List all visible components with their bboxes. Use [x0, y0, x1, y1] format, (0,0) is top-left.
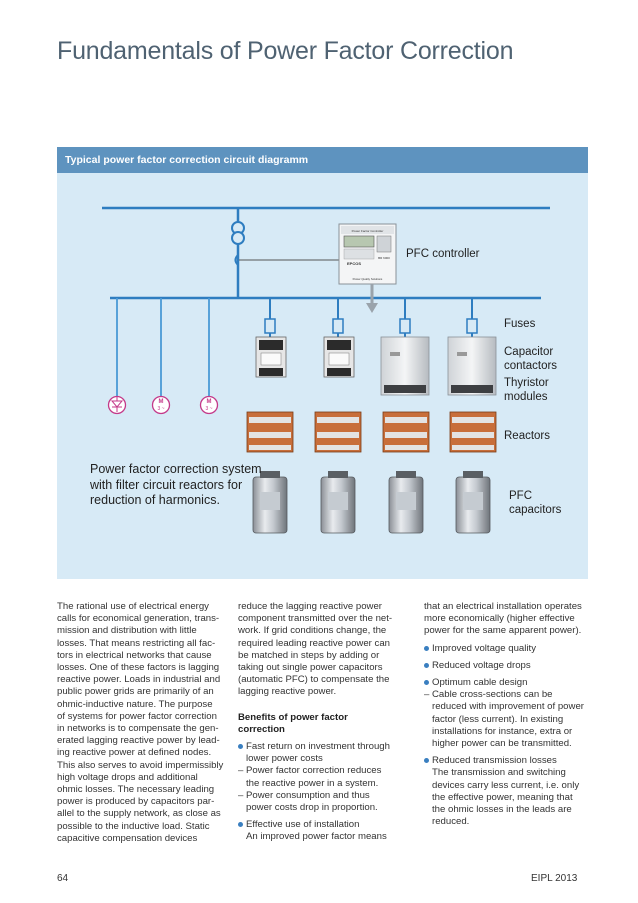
fuses-label: Fuses: [504, 318, 536, 330]
capacitor-contactors-label: Capacitor contactors: [504, 346, 558, 372]
pfc-capacitor-device: [252, 471, 288, 534]
bullet-item: Reduced transmission losses The transmis…: [424, 755, 598, 828]
contactor-device: [323, 336, 355, 378]
pfc-capacitor-device: [320, 471, 356, 534]
pfc-controller-label: PFC controller: [406, 248, 480, 260]
controller-panel-header: Power Factor Controller: [352, 229, 384, 233]
motor-symbol-top: M: [159, 399, 164, 405]
pfc-capacitor-device: [455, 471, 491, 534]
fuse-icon: [466, 318, 478, 334]
figure-caption: Power factor correction system with filt…: [90, 462, 262, 507]
motor-load-icon: M 3 ~: [151, 395, 171, 415]
text-column-1: The rational use of electrical energy ca…: [57, 601, 231, 853]
controller-model: BR 6000: [378, 256, 390, 260]
benefits-heading: Benefits of power factor correction: [238, 711, 348, 735]
reactor-device: [449, 411, 497, 453]
fuse-icon: [399, 318, 411, 334]
figure-header-text: Typical power factor correction circuit …: [65, 154, 309, 166]
motor-symbol-bottom: 3 ~: [205, 406, 212, 412]
continuation-paragraph: that an electrical installation operates…: [424, 601, 582, 637]
fuse-icon: [332, 318, 344, 334]
rectifier-load-icon: [107, 395, 127, 415]
motor-symbol-top: M: [207, 399, 212, 405]
bullet-item: Reduced voltage drops: [424, 660, 598, 672]
figure-header-bar: Typical power factor correction circuit …: [57, 147, 588, 173]
reactor-device: [246, 411, 294, 453]
intro-paragraph: The rational use of electrical energy ca…: [57, 601, 224, 844]
capacitor-branch-2: [314, 298, 362, 534]
pfc-capacitors-label: PFC capacitors: [509, 490, 562, 516]
current-transformer-icon: [234, 254, 239, 266]
controller-brand: EPCOS: [347, 261, 361, 266]
motor-symbol-bottom: 3 ~: [157, 406, 164, 412]
page-title: Fundamentals of Power Factor Correction: [57, 37, 514, 65]
continuation-paragraph: reduce the lagging reactive power compon…: [238, 601, 393, 698]
thyristor-module-device: [447, 336, 497, 396]
controller-arrow-icon: [366, 303, 378, 313]
sub-item: Cable cross-sections can be reduced with…: [424, 689, 598, 750]
reactors-label: Reactors: [504, 430, 551, 442]
sub-item: Power consumption and thus power costs d…: [238, 790, 412, 814]
pfc-capacitor-device: [388, 471, 424, 534]
thyristor-modules-label: Thyristor modules: [504, 377, 549, 403]
bullet-item: Fast return on investment through lower …: [238, 741, 412, 765]
text-column-3: that an electrical installation operates…: [424, 601, 598, 828]
bullet-item: Improved voltage quality: [424, 643, 598, 655]
capacitor-branch-4: [447, 298, 497, 534]
transformer-icon: [231, 221, 245, 245]
pfc-controller-device: Power Factor Controller EPCOS BR 6000 Po…: [338, 223, 397, 285]
bullet-item: Optimum cable design: [424, 677, 598, 689]
capacitor-branch-3: [380, 298, 430, 534]
footer-publisher: EIPL 2013: [531, 873, 578, 884]
bullet-item: Effective use of installation An improve…: [238, 819, 412, 843]
page-number: 64: [57, 873, 69, 884]
load-feeders: [116, 298, 210, 405]
contactor-device: [255, 336, 287, 378]
thyristor-module-device: [380, 336, 430, 396]
fuse-icon: [264, 318, 276, 334]
controller-footer: Power Quality Solutions: [353, 277, 383, 281]
reactor-device: [382, 411, 430, 453]
motor-load-icon: M 3 ~: [199, 395, 219, 415]
text-column-2: reduce the lagging reactive power compon…: [238, 601, 412, 844]
sub-item: Power factor correction reduces the reac…: [238, 765, 412, 789]
circuit-diagram: Power Factor Controller EPCOS BR 6000 Po…: [102, 206, 550, 534]
circuit-diagram-figure: Typical power factor correction circuit …: [57, 147, 588, 579]
capacitor-branch-1: [246, 298, 294, 534]
reactor-device: [314, 411, 362, 453]
